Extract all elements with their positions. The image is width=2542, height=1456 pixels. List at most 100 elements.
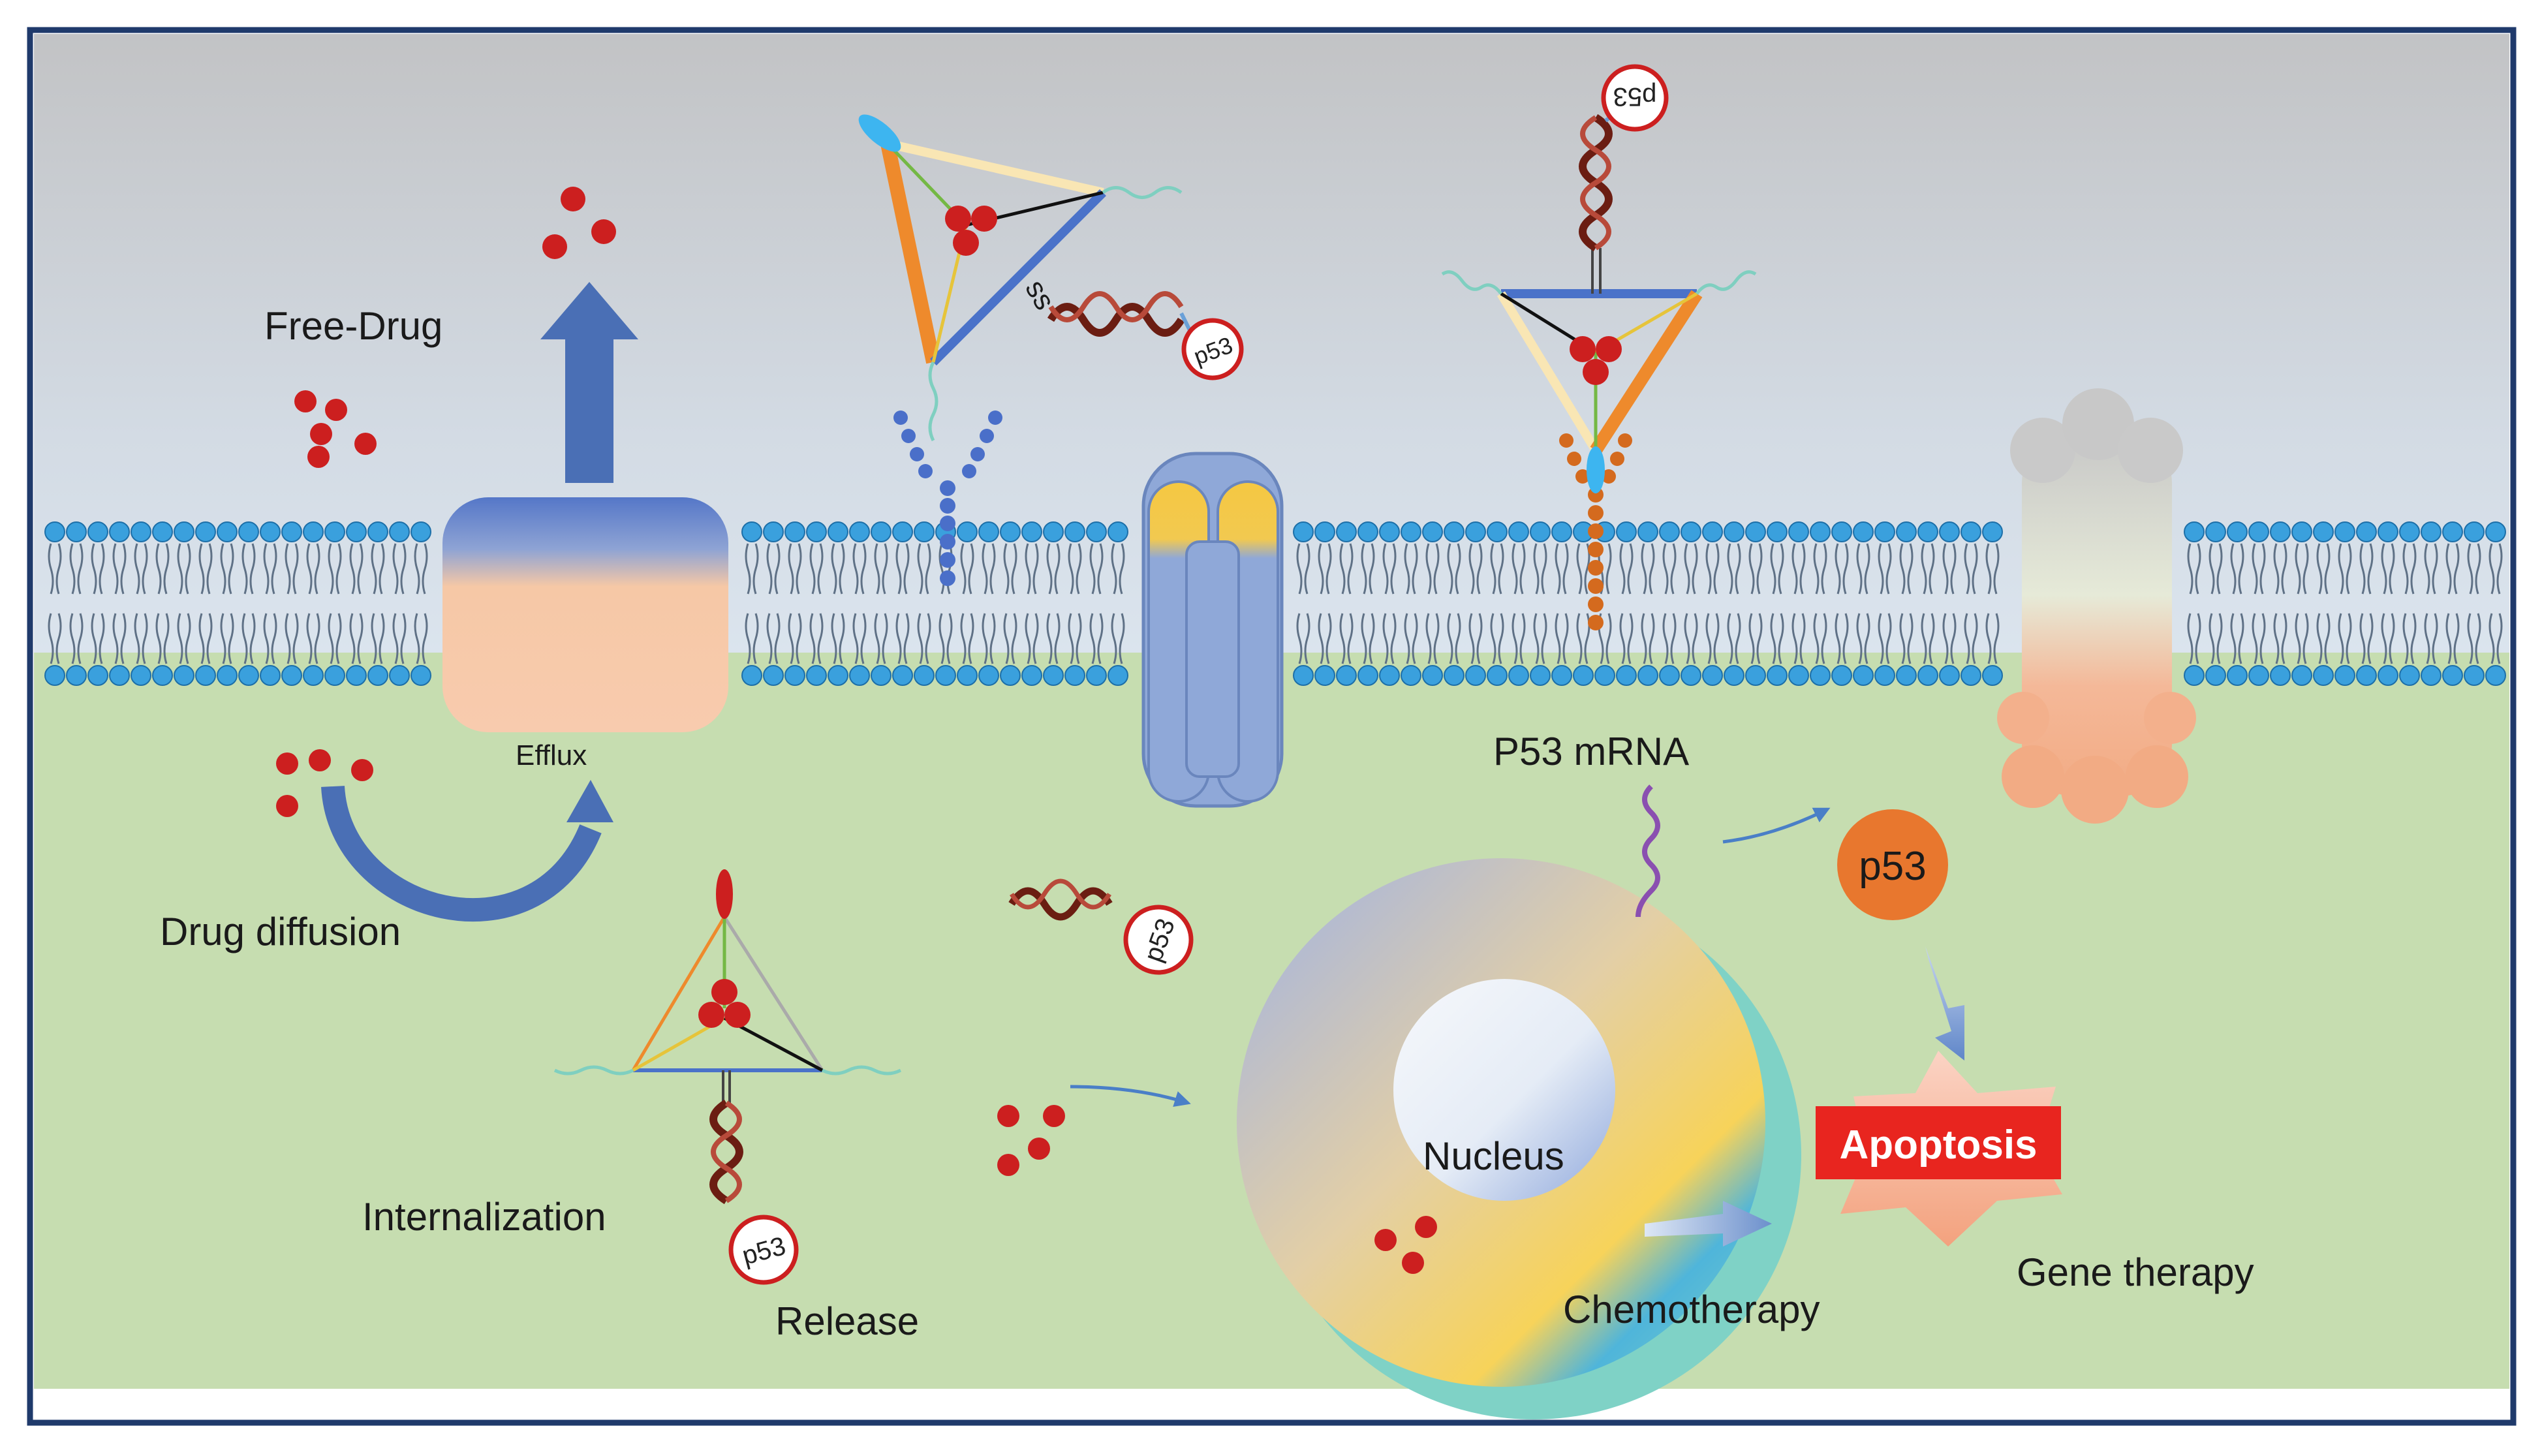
lipid-head (806, 665, 827, 686)
lipid-head (871, 521, 891, 542)
lipid-head (1357, 521, 1378, 542)
lipid-head (66, 665, 87, 686)
lipid-head (367, 665, 388, 686)
lipid-head (1917, 521, 1938, 542)
lipid-head (1465, 521, 1486, 542)
lipid-head (1508, 665, 1529, 686)
lipid-head (217, 521, 238, 542)
lipid-head (2227, 665, 2248, 686)
lipid-head (1982, 665, 2003, 686)
lipid-head (784, 521, 805, 542)
figure-border (27, 27, 2517, 1426)
lipid-head (1551, 521, 1572, 542)
lipid-head (303, 521, 324, 542)
lipid-head (1896, 665, 1917, 686)
lipid-head (1508, 521, 1529, 542)
lipid-head (892, 521, 913, 542)
lipid-head (1681, 521, 1701, 542)
lipid-bilayer (44, 521, 2506, 686)
lipid-head (1064, 665, 1085, 686)
lipid-head (2270, 521, 2291, 542)
lipid-head (260, 521, 281, 542)
lipid-head (260, 665, 281, 686)
lipid-head (238, 521, 259, 542)
apoptosis-label: Apoptosis (1839, 1123, 2037, 1168)
p53-mrna-label: P53 mRNA (1493, 730, 1689, 773)
lipid-head (1530, 665, 1551, 686)
lipid-head (1616, 521, 1637, 542)
lipid-head (1831, 521, 1852, 542)
lipid-head (1487, 665, 1508, 686)
lipid-head (1831, 665, 1852, 686)
lipid-head (1336, 665, 1357, 686)
lipid-head (741, 665, 762, 686)
lipid-head (2378, 665, 2398, 686)
lipid-head (152, 521, 173, 542)
lipid-head (174, 665, 194, 686)
drug-diffusion-arrow (321, 785, 602, 922)
lipid-head (2464, 665, 2485, 686)
lipid-head (1021, 521, 1042, 542)
lipid-head (2421, 665, 2441, 686)
lipid-head (87, 521, 108, 542)
lipid-head (2421, 521, 2441, 542)
lipid-head (1724, 521, 1744, 542)
lipid-head (828, 665, 848, 686)
lipid-head (1788, 521, 1809, 542)
lipid-head (152, 665, 173, 686)
lipid-head (1422, 521, 1443, 542)
internalization-label: Internalization (362, 1195, 606, 1239)
lipid-head (1594, 665, 1615, 686)
membrane-transporter (1997, 388, 2196, 824)
lipid-head (1379, 521, 1400, 542)
nucleus (1393, 979, 1615, 1201)
lipid-head (2442, 521, 2463, 542)
lipid-head (1810, 665, 1831, 686)
lipid-head (2356, 521, 2377, 542)
lipid-head (44, 521, 65, 542)
lipid-head (1767, 665, 1788, 686)
lipid-head (87, 665, 108, 686)
membrane-channel (1141, 452, 1284, 808)
lipid-head (2313, 521, 2334, 542)
tumor-cell (1237, 858, 1801, 1419)
lipid-head (2334, 521, 2355, 542)
lipid-head (2270, 665, 2291, 686)
lipid-head (131, 521, 151, 542)
lipid-head (1767, 521, 1788, 542)
lipid-head (1961, 521, 1981, 542)
lipid-head (1021, 665, 1042, 686)
drug-diffusion-arrowhead (566, 780, 613, 822)
mrna-to-p53-arrow (1722, 807, 1831, 844)
lipid-head (66, 521, 87, 542)
lipid-head (892, 665, 913, 686)
efflux-up-arrow (540, 282, 638, 483)
lipid-head (1874, 665, 1895, 686)
lipid-head (871, 665, 891, 686)
lipid-head (1314, 665, 1335, 686)
lipid-head (957, 521, 978, 542)
lipid-head (784, 665, 805, 686)
efflux-pump (442, 497, 728, 732)
lipid-head (1616, 665, 1637, 686)
lipid-head (741, 521, 762, 542)
lipid-head (763, 521, 784, 542)
lipid-head (1064, 521, 1085, 542)
lipid-head (849, 665, 870, 686)
p53-tag-2: p53 (1613, 82, 1657, 111)
lipid-head (346, 665, 367, 686)
free-drug-label: Free-Drug (264, 304, 442, 348)
lipid-head (109, 665, 130, 686)
lipid-head (2248, 665, 2269, 686)
lipid-head (1637, 665, 1658, 686)
lipid-head (1293, 521, 1314, 542)
lipid-head (2227, 521, 2248, 542)
receptor-left (893, 410, 1002, 586)
chemotherapy-arrow (1645, 1201, 1772, 1247)
release-label: Release (775, 1299, 919, 1343)
lipid-head (1336, 521, 1357, 542)
lipid-head (1724, 665, 1744, 686)
lipid-head (1551, 665, 1572, 686)
lipid-head (2356, 665, 2377, 686)
